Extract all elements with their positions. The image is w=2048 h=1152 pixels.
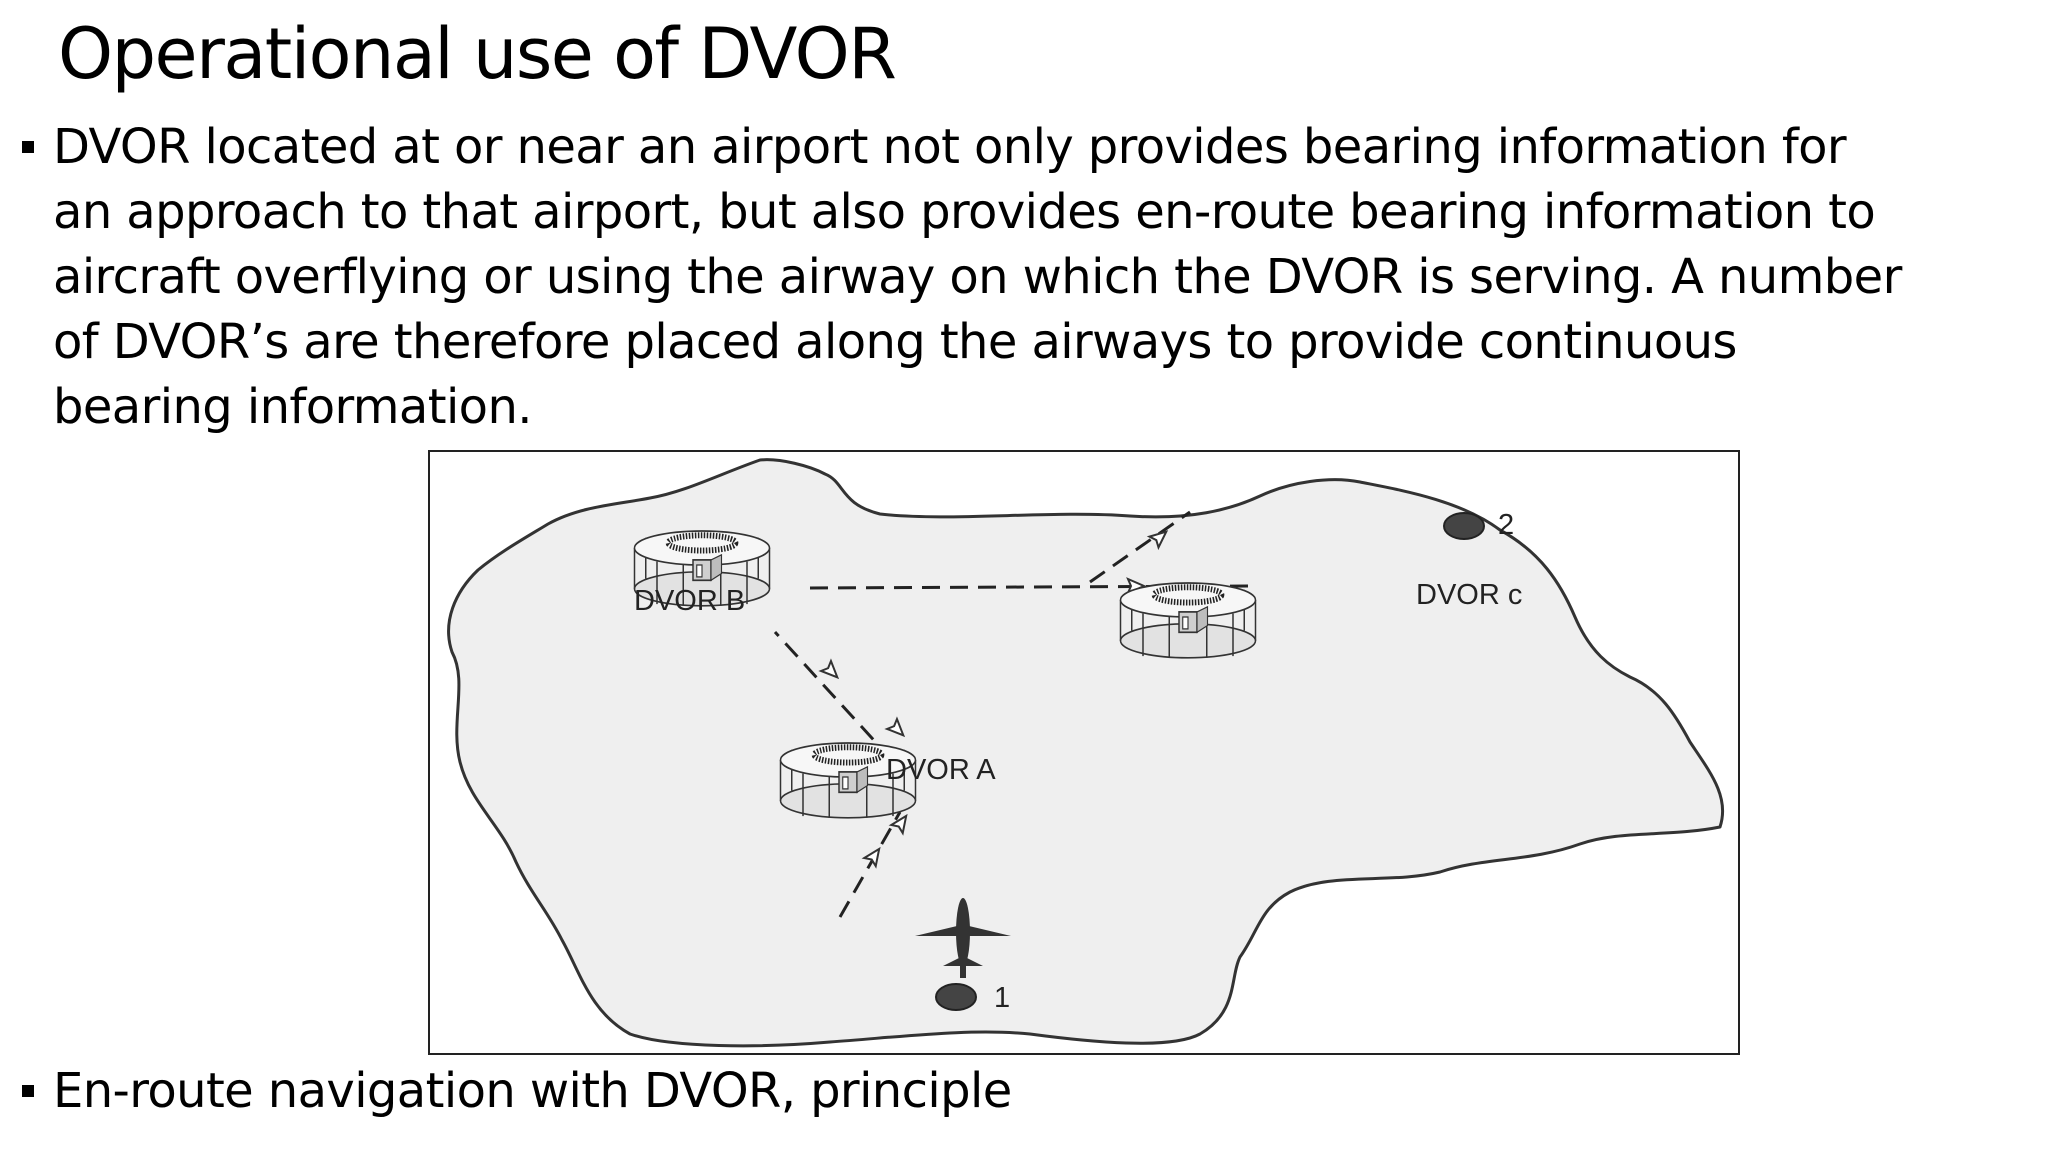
waypoint-icon bbox=[935, 983, 977, 1011]
bullet-item: DVOR located at or near an airport not o… bbox=[22, 115, 1902, 440]
dvor-enroute-diagram: DVOR B DVOR A DVOR c 1 2 bbox=[428, 450, 1740, 1055]
bullet-marker-icon bbox=[22, 141, 34, 153]
bullet-marker-icon bbox=[22, 1085, 34, 1097]
airplane-icon bbox=[915, 898, 1011, 978]
bullet-text: En-route navigation with DVOR, principle bbox=[53, 1063, 1012, 1119]
diagram-canvas: DVOR B DVOR A DVOR c 1 2 bbox=[447, 458, 1725, 1048]
label-dvor-b: DVOR B bbox=[634, 585, 745, 617]
landmass-outline bbox=[447, 458, 1725, 1048]
label-point-2: 2 bbox=[1498, 509, 1514, 541]
waypoint-icon bbox=[1443, 512, 1485, 540]
label-dvor-c: DVOR c bbox=[1416, 579, 1522, 611]
bullet-item: En-route navigation with DVOR, principle bbox=[22, 1061, 1012, 1121]
label-point-1: 1 bbox=[994, 982, 1010, 1014]
label-dvor-a: DVOR A bbox=[886, 754, 996, 786]
bullet-text: DVOR located at or near an airport not o… bbox=[53, 119, 1902, 435]
slide-title: Operational use of DVOR bbox=[58, 13, 897, 95]
